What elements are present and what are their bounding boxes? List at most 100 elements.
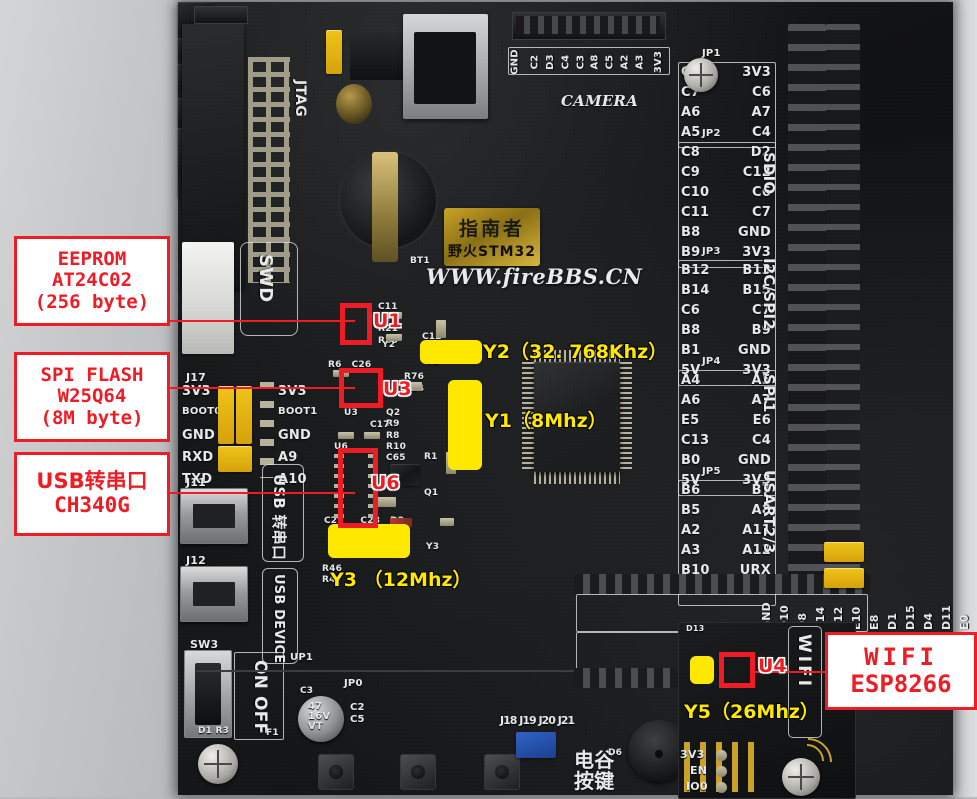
mounting-screw-bottom-right [782,758,820,796]
silk-header-name-jp2: JP2 [702,128,721,139]
callout-spi-flash[interactable]: SPI FLASH W25Q64 (8M byte) [14,352,170,442]
j17-left-label-gnd: GND [182,428,215,443]
jtag-pin-field [248,57,290,283]
silk-header-name-jp3: JP3 [702,246,721,257]
silk-bus-spi1: SPI1 [760,374,778,413]
tact-button-3[interactable] [484,754,520,790]
power-switch[interactable] [184,650,232,738]
passive-5 [338,432,354,439]
callout-eeprom[interactable]: EEPROM AT24C02 (256 byte) [14,236,170,326]
header-pin-a7: A7 [751,105,771,120]
leader-line-wifi [754,671,826,673]
usb-device-connector[interactable] [180,566,248,622]
header-pin-c9: C9 [681,165,700,180]
jumper-cap-right-1[interactable] [824,542,864,562]
soic-chip-mid [390,464,420,486]
bottom-pin-header-pins[interactable] [574,574,870,594]
passive-2 [386,334,402,341]
usb-uart-silk-outline [262,464,304,562]
silk-c11: C11 [378,302,398,312]
wifi-silk-outline [788,626,822,738]
silk-header-name-jp4: JP4 [702,356,721,367]
wifi-pin-label-3v3: 3V3 [680,748,705,761]
header-pin-c6: C6 [752,185,771,200]
right-edge-pin-headers[interactable] [788,24,826,584]
j17-left-label-rxd: RXD [182,450,214,465]
header-pin-a5: A5 [751,373,771,388]
silk-bt1: BT1 [410,256,430,266]
silk-header-row: E5 E6 [681,413,771,428]
silk-up1: UP1 [290,652,314,663]
bottom-pin-top-d4: D4 [922,612,935,630]
boot-jumper-cap-3[interactable] [218,446,252,472]
silk-website-url: WWW.fireBBS.CN [426,264,643,289]
silk-u3: U3 [344,408,358,418]
callout-usbuart-line-1: USB转串口 [36,469,148,494]
callout-spiflash-line-2: W25Q64 [57,385,127,408]
callout-wifi-line-2: ESP8266 [850,670,952,698]
wifi-pad-io0[interactable] [716,782,727,793]
usb-uart-connector[interactable] [180,488,248,544]
header-pin-b12: B12 [681,263,710,278]
header-pin-3v3: 3V3 [742,65,771,80]
highlight-box-u1 [340,303,372,345]
header-pin-e5: E5 [681,413,700,428]
highlight-crystal-y3 [328,524,410,558]
header-pin-b5: B5 [681,503,701,518]
coin-cell-clip [372,152,398,262]
tact-button-1[interactable] [318,754,354,790]
silk-sw3: SW3 [190,638,219,651]
mounting-screw-bottom-left [198,744,238,784]
header-pin-e6: E6 [752,413,771,428]
bottom-pin-top-e8: E8 [868,614,881,630]
passive-6 [364,432,380,439]
brand-line-1: 指南者 [458,217,525,240]
header-pin-c4: C4 [752,433,771,448]
brand-line-2: 野火STM32 [447,243,537,260]
blue-trimmer[interactable] [516,732,556,758]
wifi-pin-label-io0: IO0 [686,780,708,793]
jumper-cap-right-2[interactable] [824,568,864,588]
header-pin-c13: C13 [681,433,710,448]
highlight-box-u6 [338,448,378,528]
electrolytic-capacitor-c3 [298,696,344,742]
silk-d1-r3: D1 R3 [198,726,230,736]
callout-wifi[interactable]: WIFI ESP8266 [825,632,977,710]
leader-line-usbuart [163,492,355,494]
mcu-legs-left [522,362,536,472]
highlight-box-u4 [719,652,755,688]
boot-jumper-cap-2[interactable] [236,386,252,444]
jumper-cap-top[interactable] [326,30,342,74]
on-off-silk-outline [234,652,284,740]
callout-usb-uart[interactable]: USB转串口 CH340G [14,452,170,536]
wifi-pad-en[interactable] [716,766,727,777]
callout-eeprom-line-3: (256 byte) [34,290,150,313]
header-pin-a11: A11 [742,523,771,538]
header-pin-a2: A2 [681,523,701,538]
boot-jumper-cap-1[interactable] [218,386,234,444]
silk-j17: J17 [186,371,207,384]
right-edge-pin-headers-2[interactable] [826,24,860,584]
silk-d6: D6 [608,748,623,758]
silk-q1: Q1 [424,488,439,498]
j17-pins-right[interactable] [260,382,274,478]
silk-wifi: WIFI [794,634,814,690]
tact-button-2[interactable] [400,754,436,790]
ref-tag-u3: U3 [383,378,412,400]
silk-header-box-jp3 [678,260,776,386]
silk-j11: J11 [186,476,207,489]
header-pin-gnd: GND [738,343,771,358]
power-pin-header [350,32,408,80]
swd-white-connector[interactable] [182,242,234,354]
bottom-pin-top-d1: D1 [886,612,899,630]
wifi-pad-3v3[interactable] [716,750,727,761]
